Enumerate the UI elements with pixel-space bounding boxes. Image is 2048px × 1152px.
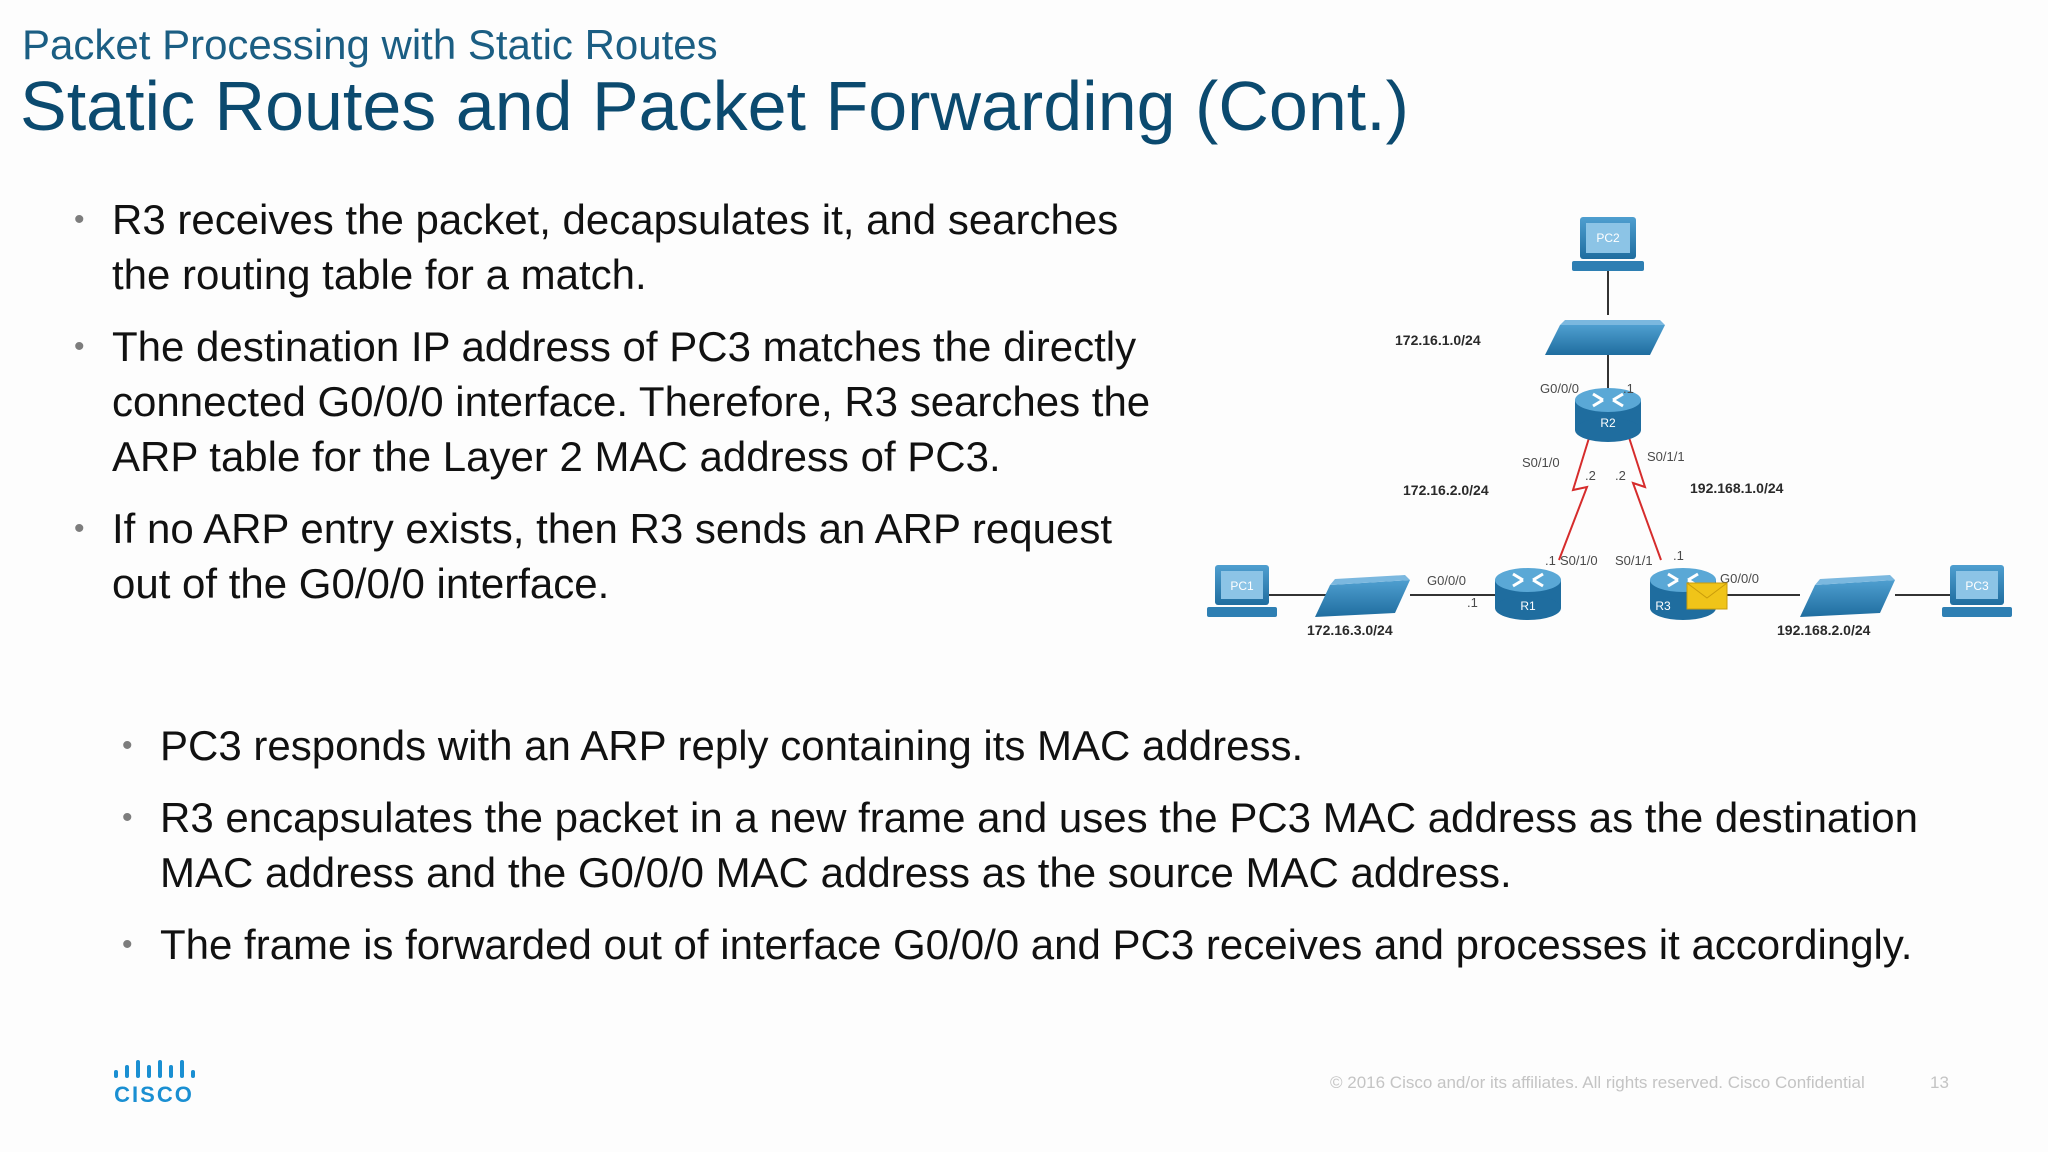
r1-g000-host: .1 xyxy=(1467,595,1478,610)
r2-s010-host: .2 xyxy=(1585,468,1596,483)
bullet-item: The frame is forwarded out of interface … xyxy=(122,917,1980,972)
cisco-bars-icon xyxy=(114,1060,195,1078)
r2-s011-host: .2 xyxy=(1615,468,1626,483)
bullet-list-bottom: PC3 responds with an ARP reply containin… xyxy=(122,718,1980,989)
bullet-item: The destination IP address of PC3 matche… xyxy=(74,319,1172,484)
pc3-icon: PC3 xyxy=(1942,565,2012,617)
pc2-label: PC2 xyxy=(1596,231,1620,245)
bullet-item: If no ARP entry exists, then R3 sends an… xyxy=(74,501,1172,611)
serial-links xyxy=(1558,424,1662,561)
cisco-logo: CISCO xyxy=(112,1058,202,1108)
r2-g000-label: G0/0/0 xyxy=(1540,381,1579,396)
pc1-icon: PC1 xyxy=(1207,565,1277,617)
switch-top-icon xyxy=(1545,320,1665,355)
page-number: 13 xyxy=(1930,1073,1949,1092)
network-label-172-16-3: 172.16.3.0/24 xyxy=(1307,622,1393,638)
network-label-172-16-1: 172.16.1.0/24 xyxy=(1395,332,1481,348)
footer-copyright: © 2016 Cisco and/or its affiliates. All … xyxy=(1330,1073,1865,1092)
r2-s010-label: S0/1/0 xyxy=(1522,455,1560,470)
bullet-item: PC3 responds with an ARP reply containin… xyxy=(122,718,1980,773)
ethernet-links xyxy=(1265,270,1950,596)
router-r2-icon: R2 xyxy=(1575,388,1641,442)
r3-label: R3 xyxy=(1655,599,1671,613)
router-r1-icon: R1 xyxy=(1495,568,1561,620)
switch-right-icon xyxy=(1800,575,1895,617)
network-label-172-16-2: 172.16.2.0/24 xyxy=(1403,482,1489,498)
network-label-192-168-2: 192.168.2.0/24 xyxy=(1777,622,1871,638)
r2-label: R2 xyxy=(1600,416,1616,430)
slide-title: Static Routes and Packet Forwarding (Con… xyxy=(20,67,1409,145)
r2-g000-host: .1 xyxy=(1623,381,1634,396)
slide-subtitle: Packet Processing with Static Routes xyxy=(22,21,718,68)
pc1-label: PC1 xyxy=(1230,579,1254,593)
packet-envelope-icon xyxy=(1686,582,1728,610)
bullet-item: R3 encapsulates the packet in a new fram… xyxy=(122,790,1980,900)
r3-s011-host: .1 xyxy=(1673,548,1684,563)
r1-label: R1 xyxy=(1520,599,1536,613)
pc3-label: PC3 xyxy=(1965,579,1989,593)
pc2-icon: PC2 xyxy=(1572,217,1644,271)
r1-s010-label: S0/1/0 xyxy=(1560,553,1598,568)
switch-left-icon xyxy=(1315,575,1410,617)
r3-g000-label: G0/0/0 xyxy=(1720,571,1759,586)
r1-s010-host: .1 xyxy=(1545,553,1556,568)
network-topology-diagram: PC2 172.16.1.0/24 R2 G0/0/0 .1 S0/1/0 .2… xyxy=(1195,175,2025,675)
bullet-item: R3 receives the packet, decapsulates it,… xyxy=(74,192,1172,302)
network-label-192-168-1: 192.168.1.0/24 xyxy=(1690,480,1784,496)
r1-g000-label: G0/0/0 xyxy=(1427,573,1466,588)
cisco-logo-word: CISCO xyxy=(114,1082,194,1107)
bullet-list-top: R3 receives the packet, decapsulates it,… xyxy=(74,192,1172,628)
r2-s011-label: S0/1/1 xyxy=(1647,449,1685,464)
r3-s011-label: S0/1/1 xyxy=(1615,553,1653,568)
